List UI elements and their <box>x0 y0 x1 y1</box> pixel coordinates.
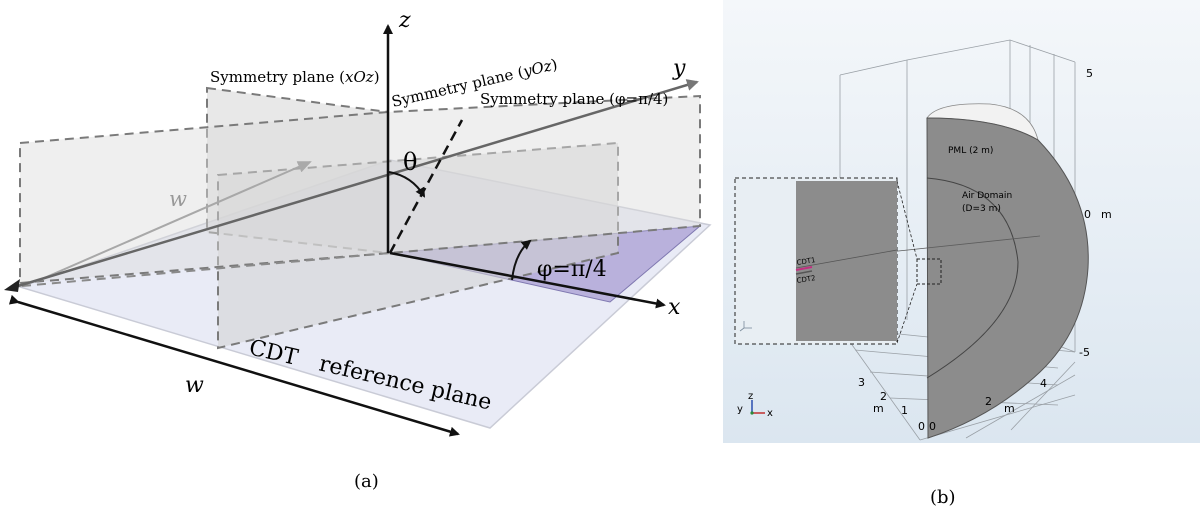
z-unit: m <box>1101 208 1112 221</box>
plane-phi-label: Symmetry plane (φ=π/4) <box>480 90 668 108</box>
air-domain-boundary <box>926 177 1019 379</box>
x-tick-0: 0 <box>929 420 936 433</box>
axis-z-label: z <box>398 8 411 33</box>
y-axis-tail-arrow <box>4 279 20 292</box>
caption-a: (a) <box>354 471 379 492</box>
cdt1-label: CDT1 <box>796 256 816 267</box>
y-tick-0: 0 <box>918 420 925 433</box>
pml-label: PML (2 m) <box>948 146 993 156</box>
x-tick-4: 4 <box>1040 377 1047 390</box>
symmetry-plane-phi <box>19 94 701 285</box>
zoom-cdt-line <box>795 249 898 269</box>
caption-b: (b) <box>930 487 956 508</box>
y-tick-2: 2 <box>880 390 887 403</box>
zoom-connector-top <box>896 180 918 260</box>
y-tick-3: 3 <box>858 376 865 389</box>
x-unit: m <box>1004 402 1015 415</box>
w-front-arrow <box>8 294 460 437</box>
x-axis <box>389 251 666 309</box>
theta-label: θ <box>403 148 417 176</box>
panel-a: z y x Symmetry plane (xOz) Symmetry plan… <box>4 8 712 492</box>
panel-b: PML (2 m) Air Domain (D=3 m) CDT1 CDT2 5… <box>723 0 1200 508</box>
zoom-connector-bottom <box>896 283 918 344</box>
theta-direction-line <box>388 119 464 254</box>
z-tick-5: 5 <box>1086 67 1093 80</box>
cdt1-segment <box>795 266 813 271</box>
y-axis <box>7 79 699 291</box>
triad-x-label: x <box>767 408 773 419</box>
zoom-source-rect <box>916 258 942 285</box>
air-domain-label-1: Air Domain <box>962 191 1012 201</box>
theta-arc <box>388 171 426 198</box>
w-back-arrow <box>34 161 312 283</box>
domain-half-disc <box>926 117 1089 439</box>
plane-xoz-label: Symmetry plane (xOz) <box>210 68 380 86</box>
air-domain-label-2: (D=3 m) <box>962 204 1001 214</box>
reference-diagonal <box>21 252 391 287</box>
axis-x-label: x <box>668 295 681 320</box>
cdt2-label: CDT2 <box>796 274 816 285</box>
w-back-label: w <box>169 187 187 211</box>
z-tick-0: 0 <box>1084 208 1091 221</box>
zoom-inset-domain <box>796 181 897 341</box>
x-tick-2: 2 <box>985 395 992 408</box>
phi-angle-label: φ=π/4 <box>537 257 607 282</box>
w-front-label: w <box>185 373 204 398</box>
inset-triad-icon <box>739 321 752 332</box>
y-tick-1: 1 <box>901 404 908 417</box>
y-unit: m <box>873 402 884 415</box>
phi-arc <box>511 239 532 281</box>
axis-y-label: y <box>672 56 686 81</box>
z-tick-neg5: -5 <box>1079 346 1090 359</box>
view-triad-icon: z y x <box>737 391 773 419</box>
triad-y-label: y <box>737 404 743 415</box>
cdt2-segment <box>795 270 813 275</box>
triad-z-label: z <box>748 391 753 402</box>
